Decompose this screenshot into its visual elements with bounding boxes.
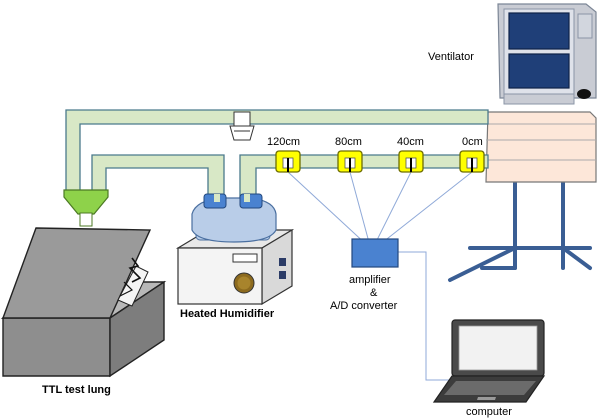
sensor-40cm [398,150,424,173]
test-lung [0,227,167,378]
amplifier-label-line3: A/D converter [330,300,398,312]
heated-humidifier [175,193,295,306]
signal-wires [287,171,473,381]
y-piece [63,189,109,227]
sensor-80cm [337,150,363,173]
sensor-label-80cm: 80cm [335,136,362,148]
sensor-label-120cm: 120cm [267,136,300,148]
sensor-label-0cm: 0cm [462,136,483,148]
water-trap [229,111,255,141]
sensor-120cm [275,150,301,173]
test-lung-label: TTL test lung [42,384,111,396]
humidifier-label: Heated Humidifier [180,308,275,320]
ventilator-body [485,111,597,183]
ventilator-stand [448,180,592,282]
humidified-tube [91,154,225,201]
ventilator-label: Ventilator [428,51,474,63]
ventilator-monitor [497,3,597,105]
computer-label: computer [466,406,512,418]
sensor-label-40cm: 40cm [397,136,424,148]
sensor-0cm [459,150,485,173]
amplifier-label-line1: amplifier [349,274,391,286]
computer [432,319,546,403]
amplifier-label-line2: & [370,287,378,299]
amplifier-box [351,238,399,268]
